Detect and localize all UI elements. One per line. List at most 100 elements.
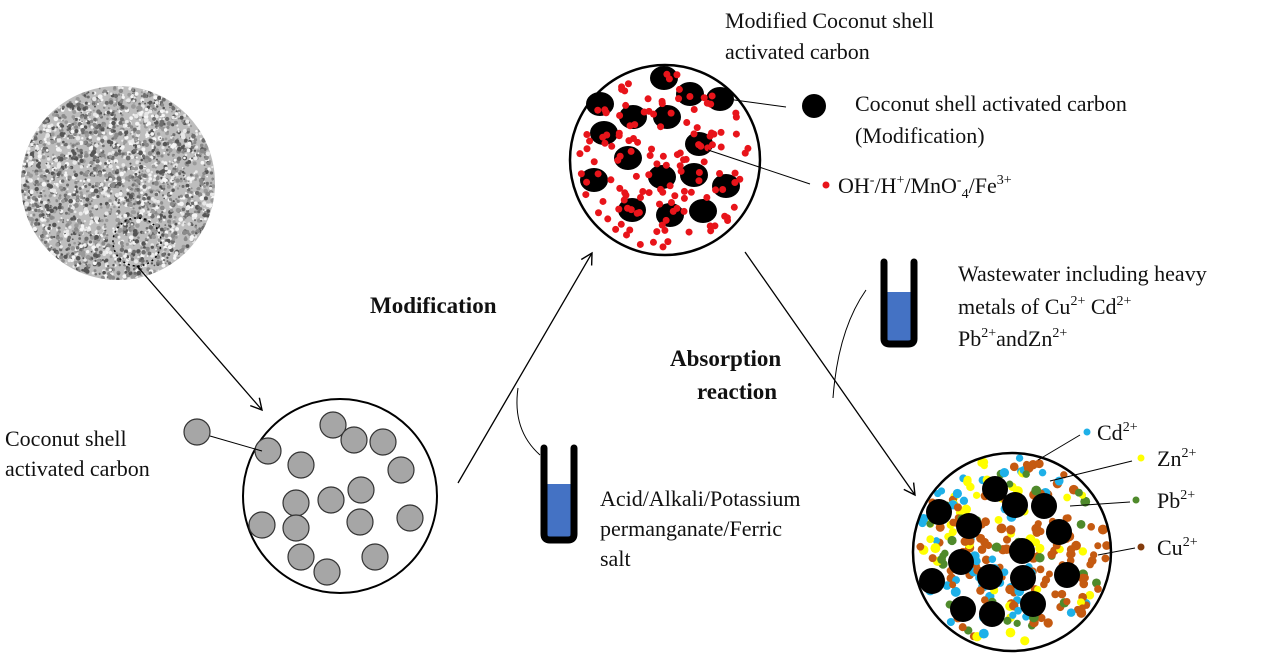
texture-grain xyxy=(45,243,50,248)
texture-grain xyxy=(165,181,168,184)
metal-ion xyxy=(976,586,985,595)
texture-grain xyxy=(77,116,81,120)
texture-grain xyxy=(117,222,121,226)
texture-grain xyxy=(95,170,98,173)
texture-grain xyxy=(58,116,62,120)
texture-grain xyxy=(175,198,178,201)
texture-grain xyxy=(183,149,186,152)
texture-grain xyxy=(53,182,56,185)
modifier-ion xyxy=(627,147,635,155)
texture-grain xyxy=(45,119,48,123)
texture-grain xyxy=(193,201,198,206)
texture-grain xyxy=(79,140,84,146)
texture-grain xyxy=(161,194,165,197)
modifier-ion xyxy=(634,138,642,146)
texture-grain xyxy=(73,227,79,232)
texture-grain xyxy=(81,268,84,272)
texture-grain xyxy=(72,215,76,218)
texture-grain xyxy=(140,158,143,162)
texture-grain xyxy=(47,226,51,231)
texture-grain xyxy=(72,109,77,114)
loaded-carbon-particle xyxy=(977,564,1003,590)
texture-grain xyxy=(198,207,203,211)
texture-grain xyxy=(206,192,211,197)
texture-grain xyxy=(200,160,205,165)
zn-label: Zn2+ xyxy=(1157,446,1196,471)
texture-grain xyxy=(94,272,98,276)
texture-grain xyxy=(74,188,77,191)
texture-grain xyxy=(203,210,207,214)
texture-grain xyxy=(171,188,175,193)
texture-grain xyxy=(146,230,149,233)
texture-grain xyxy=(138,214,143,219)
texture-grain xyxy=(202,201,207,206)
texture-grain xyxy=(185,183,190,188)
texture-grain xyxy=(46,207,50,212)
texture-grain xyxy=(119,171,124,177)
texture-grain xyxy=(178,185,181,187)
metal-ion xyxy=(1080,496,1091,507)
texture-grain xyxy=(127,186,132,190)
texture-grain xyxy=(23,186,29,192)
texture-grain xyxy=(88,143,91,146)
metal-ion xyxy=(942,581,952,590)
texture-grain xyxy=(90,141,93,144)
texture-grain xyxy=(120,113,124,117)
texture-grain xyxy=(152,139,156,143)
texture-grain xyxy=(186,130,190,134)
texture-grain xyxy=(23,159,27,163)
texture-grain xyxy=(132,207,135,210)
texture-grain xyxy=(100,206,103,209)
texture-grain xyxy=(75,190,79,194)
texture-grain xyxy=(117,235,121,239)
texture-grain xyxy=(65,227,68,230)
metal-ion xyxy=(1102,541,1110,550)
texture-grain xyxy=(94,247,99,252)
texture-grain xyxy=(198,201,202,205)
texture-grain xyxy=(151,203,156,208)
texture-grain xyxy=(108,250,113,255)
loaded-carbon-particle xyxy=(948,549,974,575)
texture-grain xyxy=(195,129,198,133)
texture-grain xyxy=(171,142,177,148)
zoom-arrow xyxy=(136,265,263,412)
texture-grain xyxy=(110,247,115,252)
texture-grain xyxy=(91,207,94,210)
texture-grain xyxy=(171,154,175,157)
texture-grain xyxy=(71,229,75,233)
texture-grain xyxy=(97,130,101,134)
modifier-ion xyxy=(717,128,725,136)
texture-grain xyxy=(93,117,97,122)
texture-grain xyxy=(154,166,157,169)
texture-grain xyxy=(140,173,144,177)
texture-grain xyxy=(90,192,96,197)
texture-grain xyxy=(155,205,159,210)
texture-grain xyxy=(80,202,84,206)
texture-grain xyxy=(35,218,39,222)
texture-grain xyxy=(84,236,89,241)
texture-grain xyxy=(145,213,148,216)
texture-grain xyxy=(84,212,87,215)
texture-grain xyxy=(177,233,180,236)
metal-ion xyxy=(1035,553,1045,563)
texture-grain xyxy=(169,106,171,109)
texture-grain xyxy=(78,211,83,216)
texture-grain xyxy=(93,269,97,273)
texture-grain xyxy=(98,272,101,276)
texture-grain xyxy=(201,225,206,231)
texture-grain xyxy=(132,142,135,145)
texture-grain xyxy=(136,200,141,205)
texture-grain xyxy=(83,268,87,273)
texture-grain xyxy=(34,208,38,212)
texture-grain xyxy=(114,143,117,146)
texture-grain xyxy=(158,112,162,117)
texture-grain xyxy=(67,123,72,128)
wastewater-line2: metals of Cu2+ Cd2+ xyxy=(958,294,1132,319)
texture-grain xyxy=(129,132,132,135)
texture-grain xyxy=(144,142,149,148)
texture-grain xyxy=(124,124,128,127)
texture-grain xyxy=(159,118,162,121)
texture-grain xyxy=(48,237,51,240)
texture-grain xyxy=(132,267,136,271)
texture-grain xyxy=(209,181,213,185)
